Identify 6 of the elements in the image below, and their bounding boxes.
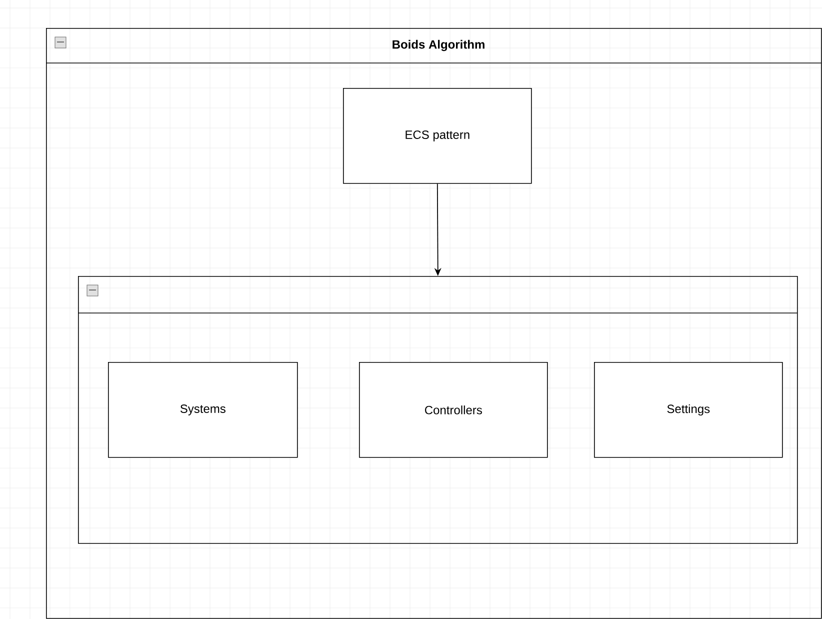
process-box: Controllers (359, 362, 548, 458)
container-panel (78, 276, 798, 544)
process-box: ECS pattern (343, 88, 532, 184)
diagram-title: Boids Algorithm (392, 40, 484, 52)
process-box: Settings (594, 362, 783, 458)
process-box: Systems (108, 362, 298, 458)
